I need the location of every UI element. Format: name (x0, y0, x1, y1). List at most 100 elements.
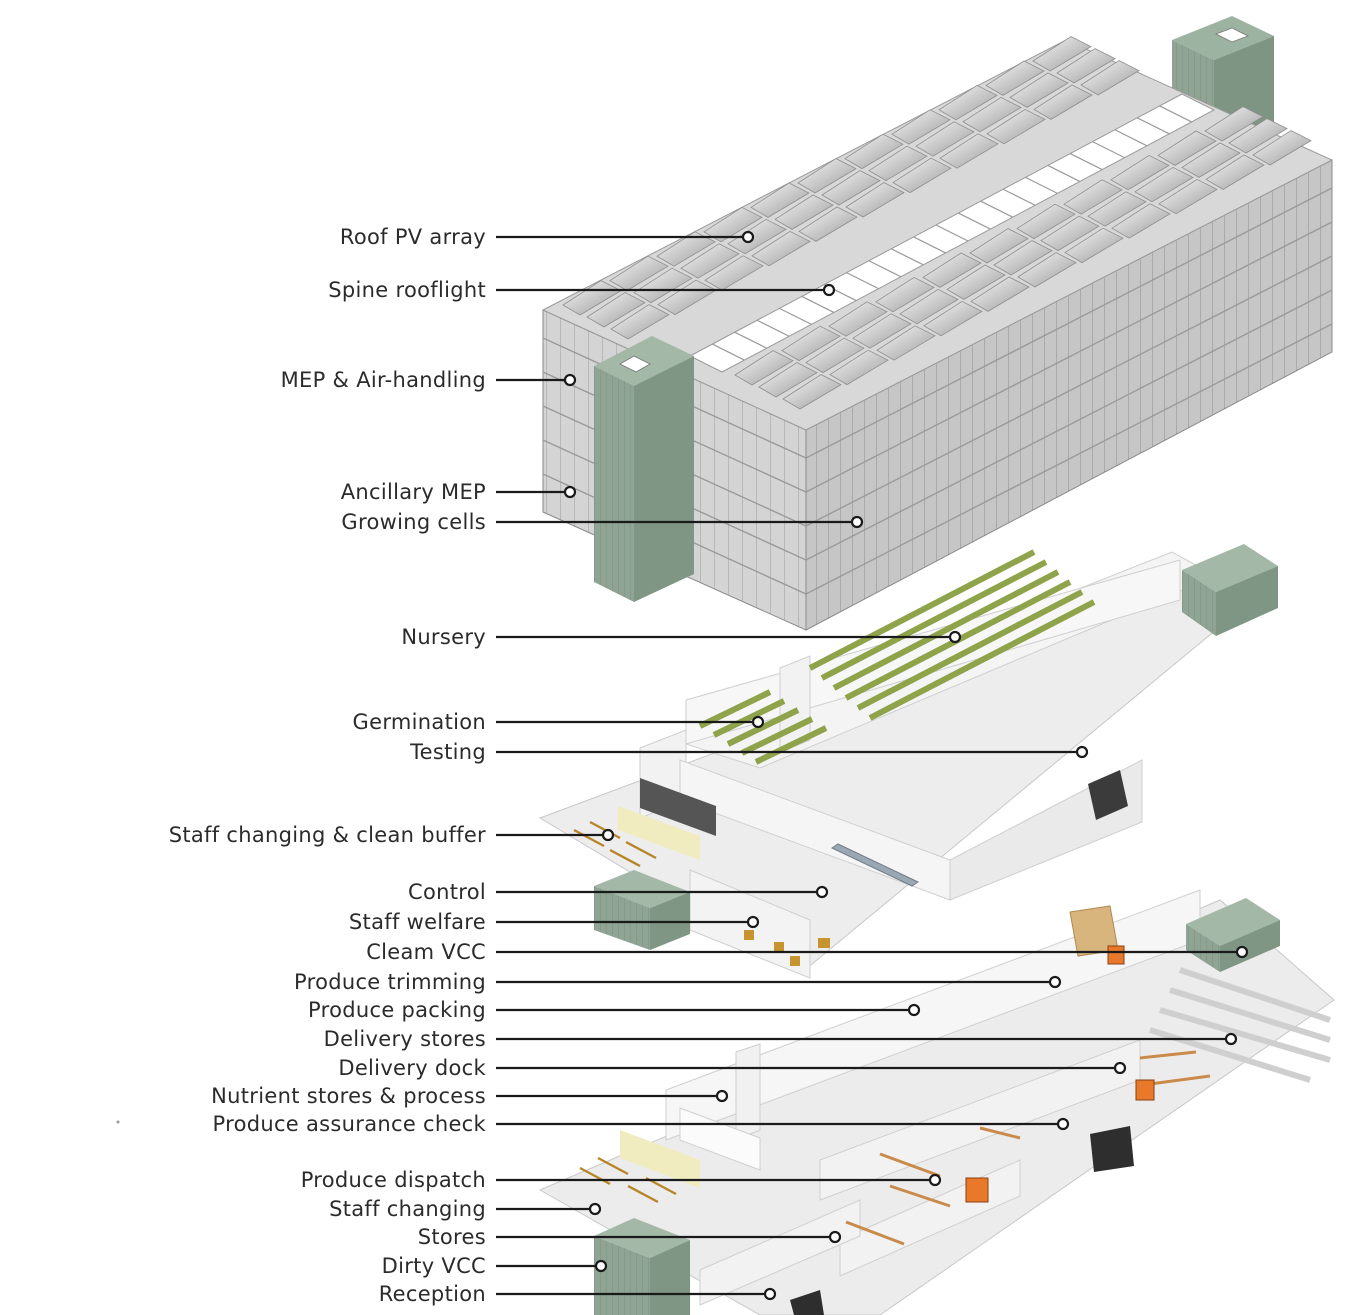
planting-row (712, 698, 786, 738)
pv-panel (797, 158, 857, 194)
pv-panel (680, 243, 740, 279)
leader-end-dot (1113, 1061, 1127, 1075)
label-produce-trimming: Produce trimming (294, 970, 486, 994)
pv-panel (1080, 60, 1140, 96)
leader-end-dot (828, 1230, 842, 1244)
rooflight-mullion (1159, 105, 1192, 123)
welfare-furniture (744, 930, 830, 966)
nursery-planting-rows (808, 549, 1096, 721)
label-staff-changing-clean-buffer: Staff changing & clean buffer (169, 823, 486, 847)
pv-panel (1016, 203, 1076, 240)
leader-end-dot (1075, 745, 1089, 759)
label-produce-packing: Produce packing (308, 998, 486, 1022)
pv-panel (704, 255, 764, 291)
pv-panel (1157, 130, 1217, 166)
callout-produce-trimming: Produce trimming (294, 970, 1062, 994)
label-roof-pv-array: Roof PV array (340, 225, 486, 249)
pv-panel (758, 362, 818, 398)
pv-panel (751, 230, 811, 267)
pv-panel (829, 349, 889, 386)
callout-dirty-vcc: Dirty VCC (382, 1254, 608, 1278)
forklifts (965, 945, 1155, 1203)
leader-end-dot (822, 283, 836, 297)
clean-level-core (594, 544, 1278, 950)
planting-row (740, 716, 814, 756)
pv-panel (805, 337, 865, 374)
planting-row (808, 549, 1036, 671)
planting-row (868, 599, 1096, 721)
lockers (618, 778, 716, 860)
pv-panel (1111, 203, 1171, 239)
callout-staff-changing: Staff changing (329, 1197, 602, 1221)
leader-end-dot (763, 1287, 777, 1301)
leader-end-dot (1048, 975, 1062, 989)
pv-panel (1033, 84, 1093, 120)
pv-panel (609, 255, 669, 292)
leader-end-dot (907, 1003, 921, 1017)
leader-end-dot (594, 1259, 608, 1273)
pv-panel (1252, 130, 1312, 166)
growing-block (541, 16, 1334, 631)
callout-reception: Reception (379, 1282, 777, 1306)
callout-cleam-vcc: Cleam VCC (366, 940, 1249, 964)
pv-panel (1064, 227, 1124, 264)
pv-panel (845, 182, 905, 218)
pv-panel (586, 292, 646, 328)
callout-spine-rooflight: Spine rooflight (328, 278, 836, 302)
pv-panel (1204, 106, 1264, 142)
planting-row (726, 707, 800, 747)
label-germination: Germination (353, 710, 486, 734)
pv-panel (1134, 166, 1194, 203)
rooflight-mullion (958, 212, 991, 230)
label-spine-rooflight: Spine rooflight (328, 278, 486, 302)
pv-panel (876, 325, 936, 361)
label-delivery-stores: Delivery stores (324, 1027, 486, 1051)
callout-control: Control (408, 880, 829, 904)
callout-delivery-dock: Delivery dock (338, 1056, 1127, 1080)
callout-ancillary-mep: Ancillary MEP (341, 480, 577, 504)
pv-panel (1063, 179, 1123, 215)
label-growing-cells: Growing cells (341, 510, 486, 534)
pv-panel (946, 264, 1006, 300)
pv-panel (915, 121, 975, 157)
label-produce-dispatch: Produce dispatch (301, 1168, 486, 1192)
callout-mep-air-handling: MEP & Air-handling (281, 368, 577, 392)
pv-panel (868, 145, 928, 182)
pallet-rows (845, 1050, 1211, 1246)
planting-row (820, 559, 1048, 681)
label-cleam-vcc: Cleam VCC (366, 940, 486, 964)
rooflight-mullion (756, 319, 790, 337)
pv-panel (852, 313, 912, 349)
rooflight-mullion (1002, 188, 1036, 206)
label-reception: Reception (379, 1282, 486, 1306)
leader-end-dot (563, 373, 577, 387)
pv-panel (1228, 118, 1288, 154)
pv-panel (821, 170, 881, 206)
pv-panel (844, 133, 904, 170)
leader-end-dot (815, 885, 829, 899)
callout-produce-packing: Produce packing (308, 998, 921, 1022)
rooflight-mullion (1047, 164, 1081, 182)
rooflight-mullion (846, 272, 879, 290)
callout-produce-dispatch: Produce dispatch (301, 1168, 942, 1192)
pv-panel (939, 133, 999, 169)
pv-panel (1110, 154, 1170, 191)
pv-panel (750, 182, 810, 218)
testing-equipment (1088, 770, 1128, 820)
pv-panel (938, 84, 998, 121)
spine-rooflight-grid (712, 105, 1192, 361)
leader-end-dot (1224, 1032, 1238, 1046)
label-delivery-dock: Delivery dock (338, 1056, 486, 1080)
pv-panel (970, 276, 1030, 312)
callout-produce-assurance-check: Produce assurance check (213, 1112, 1070, 1136)
logistics-level-floor (538, 889, 1335, 1315)
leader-end-dot (563, 485, 577, 499)
pv-panel (703, 206, 763, 243)
pv-panel (962, 96, 1022, 133)
leader-end-dot (751, 715, 765, 729)
pv-panel (986, 108, 1046, 145)
pv-panel (1181, 142, 1241, 178)
rooflight-mullion (1069, 153, 1103, 171)
label-mep-air-handling: MEP & Air-handling (281, 368, 486, 392)
leader-end-dot (928, 1173, 942, 1187)
